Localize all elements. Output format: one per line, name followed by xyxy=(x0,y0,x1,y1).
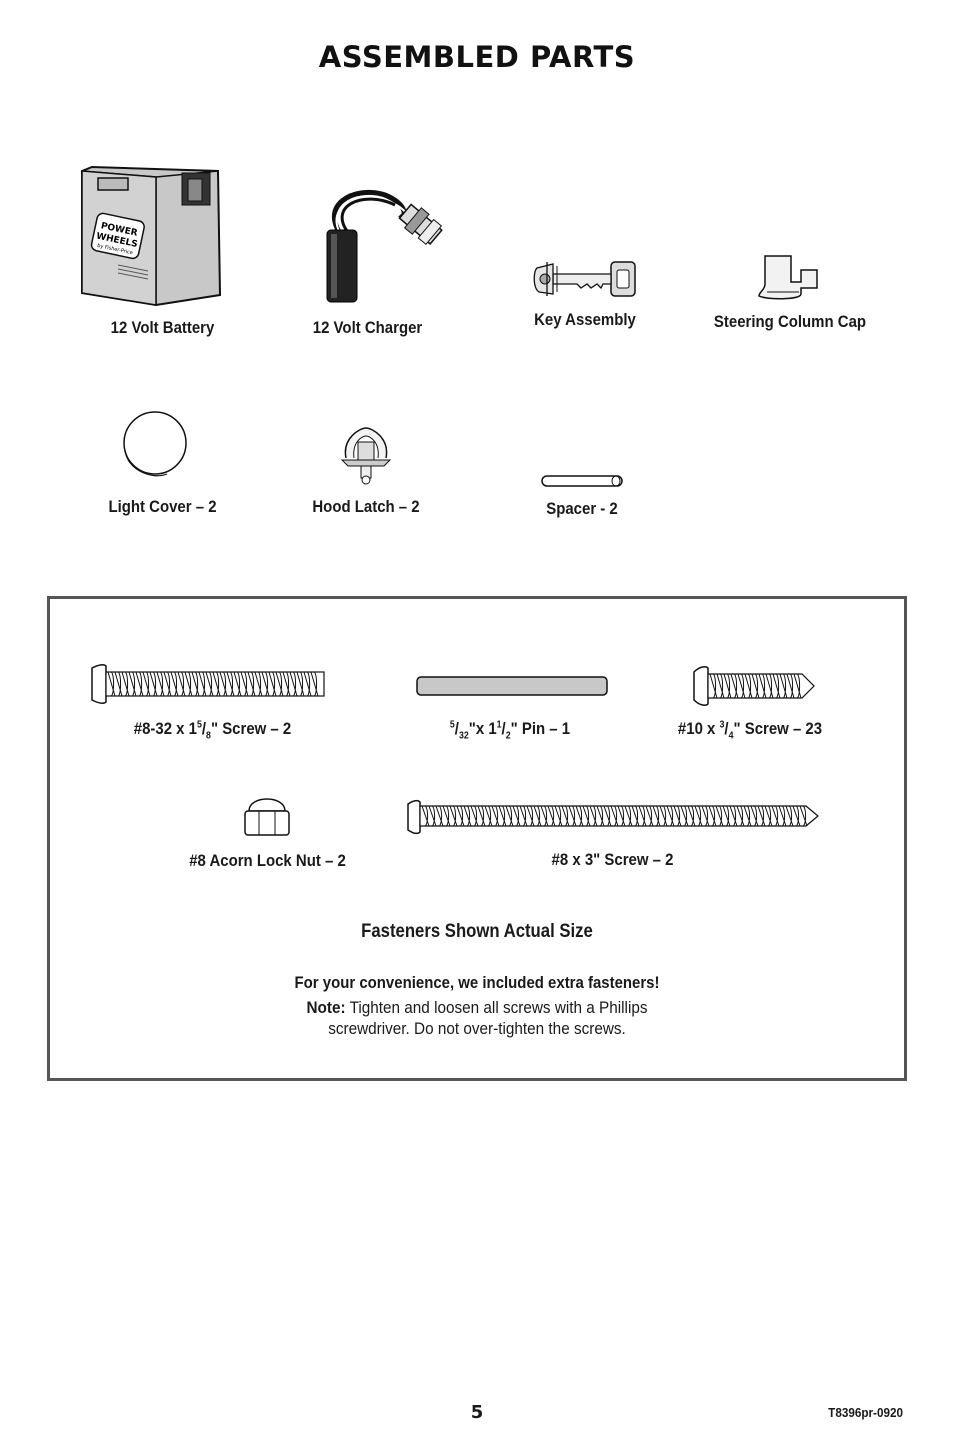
pin-mid: "x 1 xyxy=(468,719,497,738)
pin-sep-a: / xyxy=(454,719,459,738)
steering-cap-label: Steering Column Cap xyxy=(713,312,867,331)
battery-label: 12 Volt Battery xyxy=(110,318,215,337)
pin-sub-b: 2 xyxy=(505,730,511,742)
screw-10-sub: 4 xyxy=(728,730,734,742)
screw-10-sup: 3 xyxy=(719,719,725,731)
spacer-illustration xyxy=(541,475,623,487)
screw-8-32-sup: 5 xyxy=(196,719,202,731)
acorn-nut-illustration xyxy=(244,798,290,836)
pin-sup-b: 1 xyxy=(496,719,502,731)
note-line-2: screwdriver. Do not over-tighten the scr… xyxy=(328,1019,626,1038)
pin-sup-a: 5 xyxy=(449,719,455,731)
screw-8x3-label: #8 x 3" Screw – 2 xyxy=(551,850,674,869)
screw-8-32-sub: 8 xyxy=(206,730,211,742)
actual-size-heading: Fasteners Shown Actual Size xyxy=(361,921,593,942)
hood-latch-label: Hood Latch – 2 xyxy=(312,497,420,516)
screw-10-suffix: " Screw – 23 xyxy=(733,719,823,738)
screw-10-sep: / xyxy=(724,719,729,738)
screw-8-32-suffix: " Screw – 2 xyxy=(210,719,292,738)
pin-sub-a: 32 xyxy=(458,730,469,742)
page-number: 5 xyxy=(470,1402,484,1423)
battery-illustration: POWER WHEELS by Fisher-Price xyxy=(81,165,222,307)
screw-10-illustration xyxy=(693,666,815,706)
pin-suffix: " Pin – 1 xyxy=(510,719,571,738)
document-code: T8396pr-0920 xyxy=(828,1405,903,1420)
charger-illustration xyxy=(326,189,443,303)
page-title: ASSEMBLED PARTS xyxy=(318,40,636,74)
spacer-label: Spacer - 2 xyxy=(546,499,618,518)
key-label: Key Assembly xyxy=(534,310,636,329)
light-cover-illustration xyxy=(123,411,187,477)
screw-8-32-label: #8-32 x 15/8" Screw – 2 xyxy=(118,719,307,741)
pin-label: 5/32"x 11/2" Pin – 1 xyxy=(435,719,585,741)
screw-8x3-illustration xyxy=(407,799,819,835)
screw-8-32-prefix: #8-32 x 1 xyxy=(133,719,197,738)
fasteners-box xyxy=(47,596,907,1081)
screw-10-label: #10 x 3/4" Screw – 23 xyxy=(671,719,829,741)
screw-10-prefix: #10 x xyxy=(677,719,720,738)
charger-label: 12 Volt Charger xyxy=(312,318,423,337)
light-cover-label: Light Cover – 2 xyxy=(108,497,217,516)
acorn-nut-label: #8 Acorn Lock Nut – 2 xyxy=(189,851,346,870)
hood-latch-illustration xyxy=(340,427,392,485)
note-line-1: Note: Tighten and loosen all screws with… xyxy=(264,998,691,1018)
screw-8-32-illustration xyxy=(91,663,325,705)
steering-cap-illustration xyxy=(758,255,818,300)
screw-8-32-sep: / xyxy=(201,719,207,738)
note-label: Note: xyxy=(306,998,346,1017)
key-illustration xyxy=(533,261,636,297)
pin-illustration xyxy=(416,676,608,696)
pin-sep-b: / xyxy=(501,719,506,738)
note-text-1: Tighten and loosen all screws with a Phi… xyxy=(345,998,648,1017)
extra-fasteners-text: For your convenience, we included extra … xyxy=(294,973,660,992)
